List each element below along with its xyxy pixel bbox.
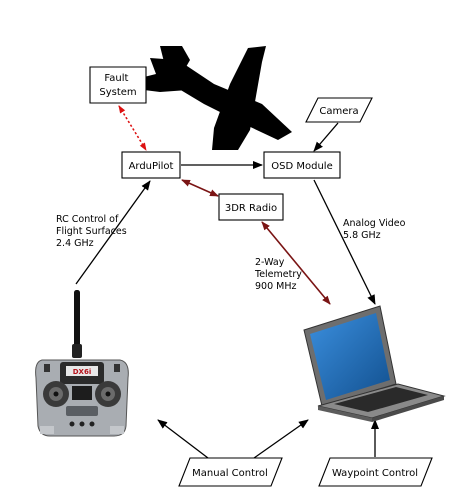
fault-system-label: Fault System [99,73,136,98]
analog-video-label: Analog Video 5.8 GHz [343,218,409,241]
rc-control-label: RC Control of Flight Surfaces 2.4 GHz [56,214,130,249]
radio-3dr-label: 3DR Radio [225,203,277,214]
waypoint-control-label: Waypoint Control [332,468,418,479]
camera-label: Camera [319,106,358,117]
manual-to-laptop-arrow [253,419,309,459]
telemetry-label: 2-Way Telemetry 900 MHz [254,257,305,292]
osd-module-label: OSD Module [271,161,332,172]
camera-to-osd-arrow [313,122,339,152]
waypoint-control-node: Waypoint Control [318,457,433,487]
ardupilot-radio-arrow [181,179,219,197]
manual-to-transmitter-arrow [157,419,209,459]
osd-module-node: OSD Module [263,151,341,179]
fault-link-arrow [118,105,147,151]
fault-system-node: Fault System [89,66,147,104]
rc-control-arrow [75,180,151,285]
manual-control-node: Manual Control [178,457,283,487]
manual-control-label: Manual Control [192,468,268,479]
transmitter-icon: DX6i [35,290,129,437]
telemetry-arrow [261,221,331,305]
camera-node: Camera [305,97,373,123]
airplane-icon [140,46,292,150]
radio-3dr-node: 3DR Radio [218,193,284,221]
ardupilot-label: ArduPilot [129,161,174,172]
laptop-icon [303,305,446,422]
ardupilot-node: ArduPilot [121,151,181,179]
transmitter-brand: DX6i [73,368,91,376]
analog-video-arrow [313,179,376,305]
